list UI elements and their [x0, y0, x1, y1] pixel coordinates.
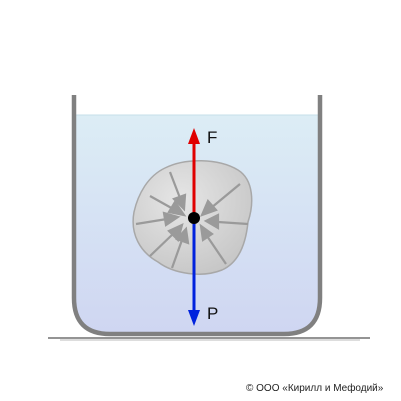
center-point [188, 212, 200, 224]
vessel [71, 95, 323, 337]
pressure-arrow-lower-right [199, 223, 227, 265]
upward-force-label: F [207, 128, 217, 147]
upward-force-arrow [188, 128, 200, 218]
downward-force-label: P [207, 304, 218, 323]
downward-force-arrow [188, 218, 200, 326]
pressure-arrow-upper-right [199, 183, 241, 217]
pressure-arrow-bottom [170, 226, 190, 269]
pressure-arrows [135, 171, 249, 269]
copyright-notice: © ООО «Кирилл и Мефодий» [246, 383, 384, 394]
pressure-arrow-top-left [168, 171, 187, 212]
pressure-arrow-left [135, 211, 181, 227]
pressure-arrow-upper-left [149, 195, 187, 217]
pressure-arrow-right [203, 213, 249, 230]
